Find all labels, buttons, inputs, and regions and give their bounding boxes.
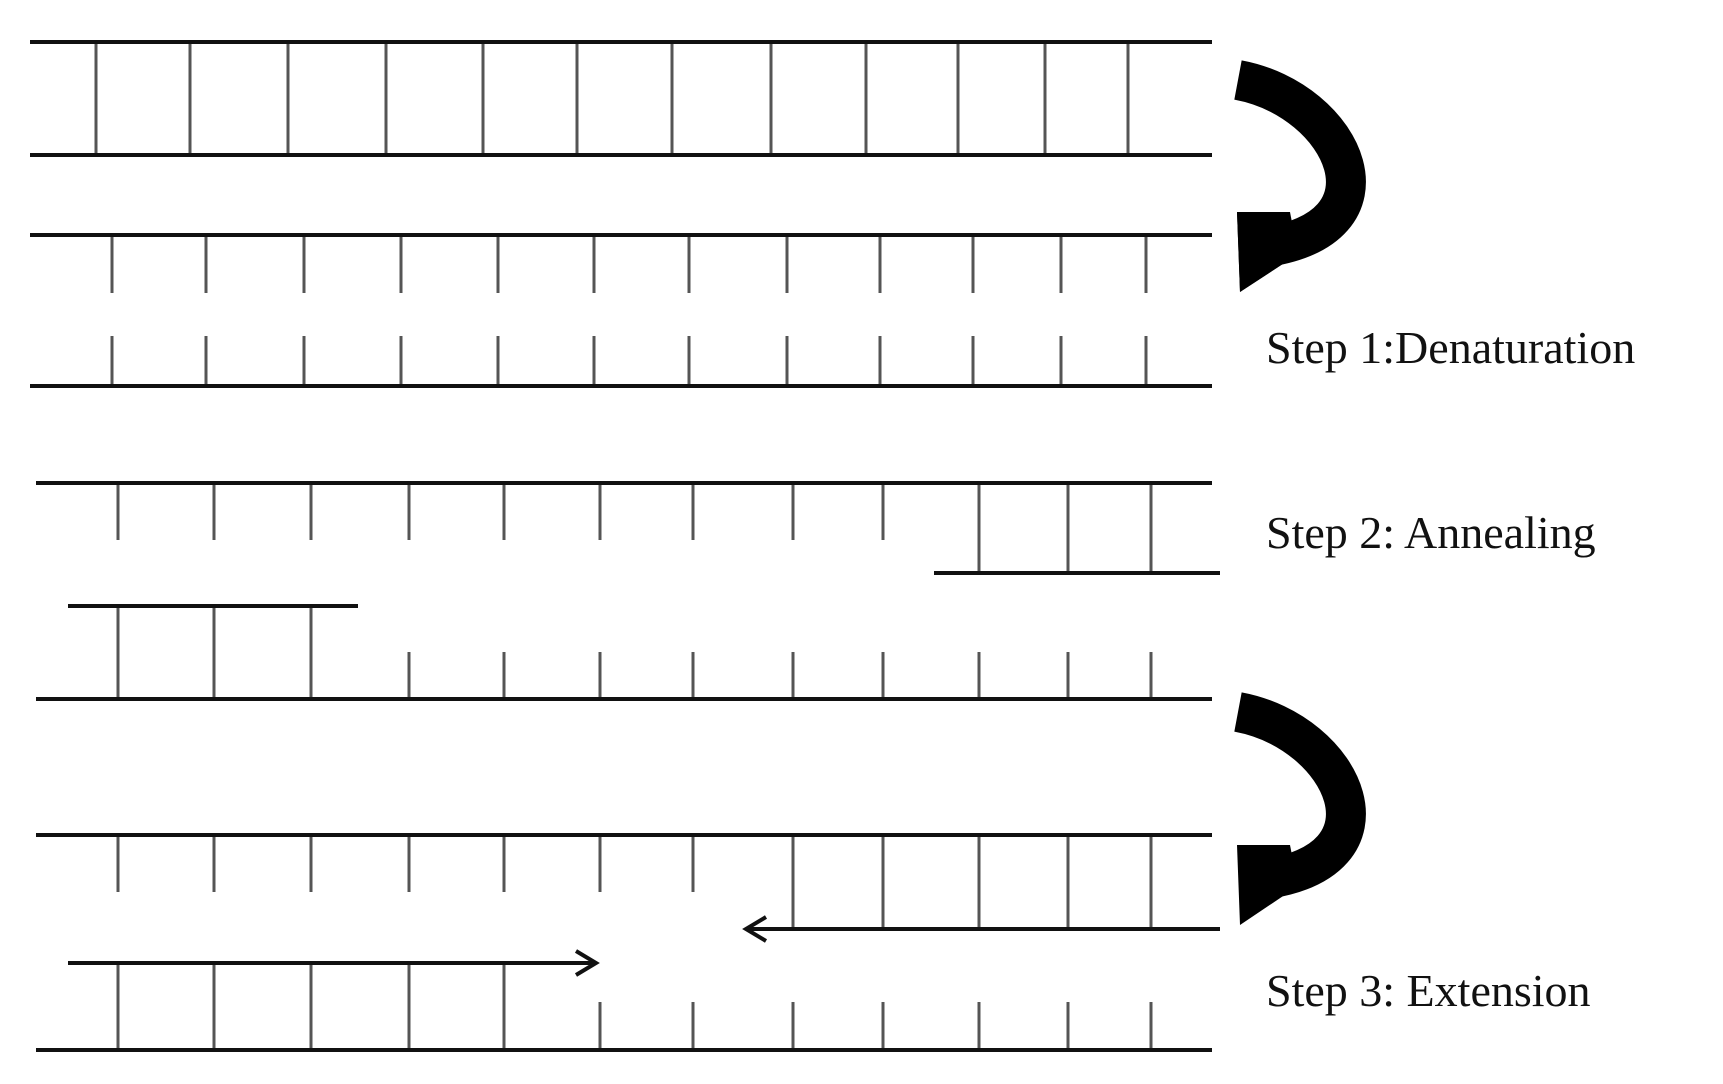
primer-left-annealed <box>68 604 358 697</box>
extension-top-bases <box>116 837 695 892</box>
arrowhead-right-icon <box>574 949 600 977</box>
template-bottom-bases <box>407 652 1153 697</box>
denatured-strands <box>30 233 1212 388</box>
template-top-bases <box>116 485 885 540</box>
step-1-label: Step 1:Denaturation <box>1266 322 1636 373</box>
extending-strand-left <box>68 949 600 1048</box>
double-stranded-dna <box>30 40 1212 157</box>
annealing-strands <box>36 481 1220 701</box>
step-3-label: Step 3: Extension <box>1266 965 1591 1016</box>
base-pairs <box>94 44 1130 153</box>
arrowhead-left-icon <box>742 915 768 943</box>
extension-strands <box>36 833 1220 1052</box>
bottom-strand-bases <box>110 336 1148 384</box>
top-strand-bases <box>110 237 1148 293</box>
curved-arrow-icon-2 <box>1233 692 1366 925</box>
extension-bottom-bases <box>598 1002 1153 1048</box>
step-2-label: Step 2: Annealing <box>1266 507 1596 558</box>
curved-arrow-icon-1 <box>1233 60 1366 292</box>
primer-right-annealed <box>934 485 1220 575</box>
extending-strand-right <box>742 837 1220 943</box>
